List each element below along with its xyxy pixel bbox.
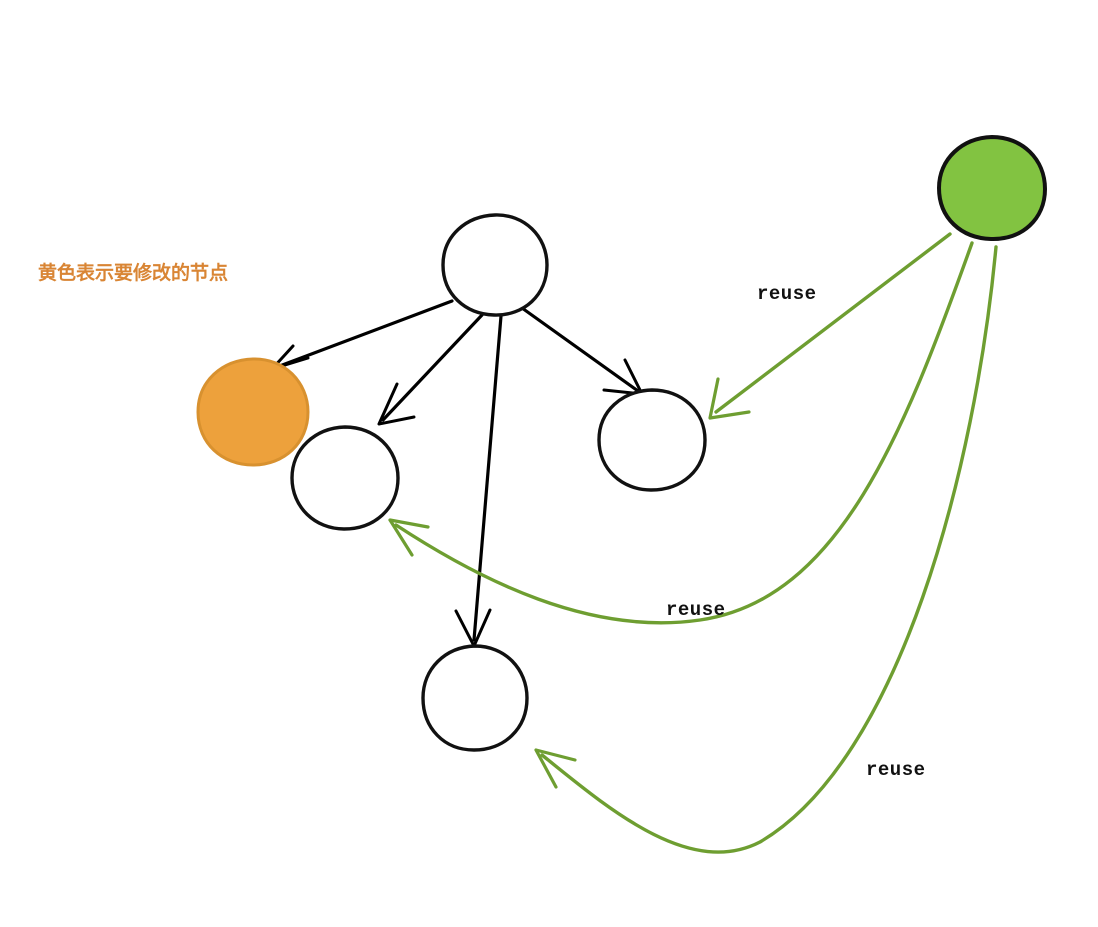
edge-reuse-to-child-right xyxy=(708,232,952,420)
edge-line xyxy=(520,306,640,393)
arrowhead xyxy=(454,608,492,648)
edge-line xyxy=(472,314,503,642)
node-child-left[interactable] xyxy=(290,425,400,531)
edge-root-to-child-down xyxy=(454,314,503,648)
node-child-right[interactable] xyxy=(597,388,707,492)
arrowhead xyxy=(388,518,430,557)
arrowhead xyxy=(534,748,577,789)
edge-label-reuse-3: reuse xyxy=(866,759,926,781)
edge-reuse-to-child-left xyxy=(388,241,974,625)
edge-line xyxy=(381,313,484,422)
node-shape xyxy=(196,357,310,467)
arrowhead xyxy=(708,377,751,420)
edge-root-to-child-left xyxy=(377,313,484,426)
edge-reuse-to-child-down xyxy=(534,245,998,854)
edge-line xyxy=(275,299,454,369)
node-child-down[interactable] xyxy=(421,644,529,752)
edge-root-to-child-right xyxy=(520,306,644,396)
node-modified[interactable] xyxy=(196,357,310,467)
edge-group-black xyxy=(270,299,644,648)
edge-group-green xyxy=(388,232,998,854)
node-reused[interactable] xyxy=(936,134,1048,242)
node-shape xyxy=(597,388,707,492)
legend-note: 黄色表示要修改的节点 xyxy=(38,262,229,284)
node-root[interactable] xyxy=(441,213,549,317)
node-group xyxy=(196,134,1048,752)
edge-line xyxy=(540,245,998,854)
edge-label-group: reuse reuse reuse xyxy=(666,283,926,781)
arrowhead xyxy=(377,382,416,426)
edge-line xyxy=(394,241,974,625)
edge-root-to-modified xyxy=(270,299,454,371)
node-shape xyxy=(936,134,1048,242)
node-shape xyxy=(421,644,529,752)
edge-label-reuse-2: reuse xyxy=(666,599,726,621)
edge-line xyxy=(714,232,952,414)
node-shape xyxy=(441,213,549,317)
node-shape xyxy=(290,425,400,531)
edge-label-reuse-1: reuse xyxy=(757,283,817,305)
